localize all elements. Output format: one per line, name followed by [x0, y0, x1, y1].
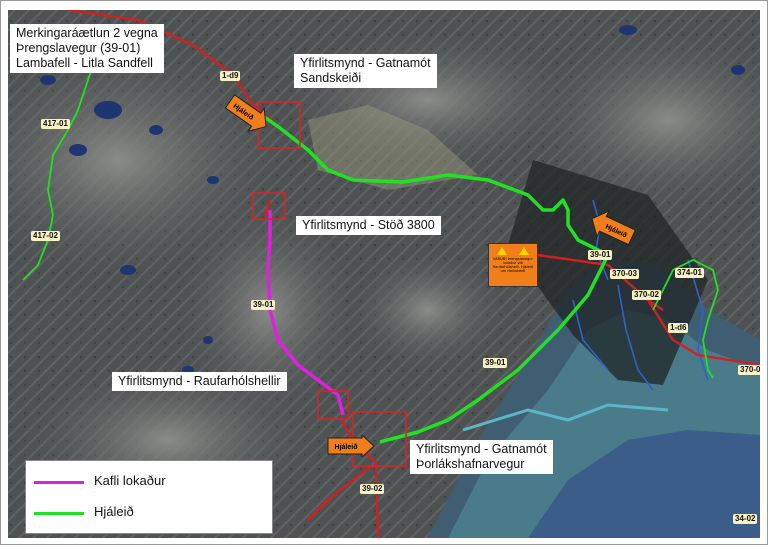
road-label: 39-02 [360, 484, 385, 494]
legend-swatch-detour [34, 512, 84, 515]
road-label: 39-01 [483, 358, 508, 368]
road-label: 370-02 [632, 290, 661, 300]
terrain-relief [528, 30, 760, 210]
light-area [308, 105, 478, 190]
callout-stod: Yfirlitsmynd - Stöð 3800 [296, 216, 441, 235]
closed-section [266, 210, 345, 416]
road-label: 370-03 [610, 269, 639, 279]
title-box: Merkingaráætlun 2 vegna Þrengslavegur (3… [10, 24, 164, 73]
warning-triangle-icon [497, 247, 507, 255]
legend-label-closed: Kafli lokaður [94, 473, 166, 488]
legend: Kafli lokaður Hjáleið [25, 460, 273, 534]
road-label: 374-01 [675, 268, 704, 278]
detour-sign-arrow-icon: Hjáleið [327, 435, 375, 457]
callout-thorlakshofn: Yfirlitsmynd - Gatnamót Þorlákshafnarveg… [410, 440, 553, 474]
road-label: 34-02 [733, 514, 758, 524]
legend-swatch-closed [34, 481, 84, 484]
road-label: 39-01 [251, 300, 276, 310]
road-label: 39-01 [588, 250, 613, 260]
road-label: 417-02 [31, 231, 60, 241]
callout-sandskeid: Yfirlitsmynd - Gatnamót Sandskeiði [294, 54, 437, 88]
warning-triangle-icon [519, 247, 529, 255]
road-label: 370-0 [738, 365, 760, 375]
secondary-routes [22, 49, 719, 379]
callout-raufarholshellir: Yfirlitsmynd - Raufarhólshellir [112, 372, 287, 391]
map-canvas[interactable]: 417-01 417-02 1-d9 1-d6 39-01 39-01 39-0… [8, 10, 760, 538]
warning-sign: VARÚÐ! Þrengslavegur lokaður við Raufarh… [488, 243, 538, 287]
detour-sign-arrow-icon: Hjáleið [224, 94, 267, 133]
road-label: 1-d9 [220, 71, 241, 81]
photo-overlay [508, 160, 708, 385]
terrain-relief [348, 250, 508, 370]
terrain-relief [178, 200, 358, 420]
detour-route [261, 114, 610, 444]
river-delta [528, 430, 760, 538]
road-label: 417-01 [41, 119, 70, 129]
road-label: 1-d6 [668, 323, 689, 333]
legend-label-detour: Hjáleið [94, 504, 134, 519]
svg-text:Hjáleið: Hjáleið [335, 443, 358, 451]
map-drawing [8, 10, 760, 538]
detour-sign-arrow-icon: Hjáleið [591, 210, 636, 246]
river [462, 403, 669, 432]
warning-sign-text: VARÚÐ! Þrengslavegur lokaður við Raufarh… [492, 257, 534, 273]
